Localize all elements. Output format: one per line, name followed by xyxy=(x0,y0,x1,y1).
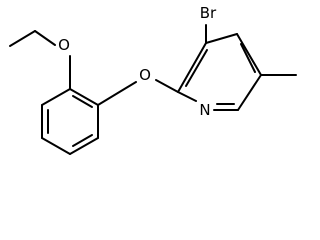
bond-pyridine-c3-c4 xyxy=(205,33,238,44)
bond-benzene-c3-c4 xyxy=(69,137,99,155)
bond-pyridine-double-1 xyxy=(185,49,208,87)
bond-pyridine-c2-c3 xyxy=(177,42,207,93)
atom-label-oxygen-ethoxy: O xyxy=(58,36,70,54)
bond-ethyl-ch2-o xyxy=(34,30,56,46)
bond-ethyl-ch3-ch2 xyxy=(9,30,36,47)
atom-label-bromine: Br xyxy=(200,4,217,22)
molecule-structure-diagram: Br O O N xyxy=(9,4,297,155)
bond-benzene-double-2 xyxy=(72,134,93,147)
atom-label-nitrogen: N xyxy=(199,101,210,119)
bond-pyridine-double-2 xyxy=(240,43,256,73)
bond-benzene-c1-c2 xyxy=(69,88,99,106)
bond-pyridine-c4-c5 xyxy=(236,33,262,76)
bond-benzene-c6-c1 xyxy=(41,88,71,106)
bond-benzene-c4-c5 xyxy=(41,137,71,155)
atom-label-oxygen-bridge: O xyxy=(139,66,151,84)
bond-benzene-double-1 xyxy=(72,95,93,108)
bond-bridge-o-pyridine xyxy=(155,79,179,93)
bond-pyridine-c5-c6 xyxy=(237,74,262,111)
bond-aryl-bridge-o xyxy=(97,81,137,106)
bond-pyridine-n-c2 xyxy=(177,91,197,102)
